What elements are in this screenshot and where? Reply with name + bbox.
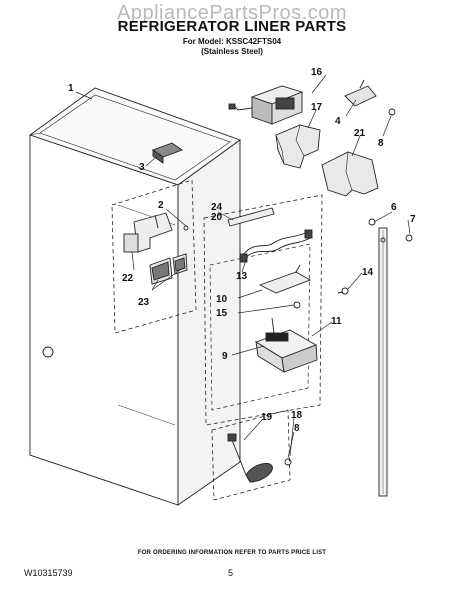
dashed-group-left — [111, 179, 197, 334]
page-number: 5 — [228, 568, 234, 578]
wire-harness — [239, 229, 313, 263]
bracket-4 — [344, 79, 377, 107]
callout-1: 1 — [68, 83, 74, 94]
sensor-assembly — [227, 433, 273, 483]
callout-17: 17 — [311, 102, 323, 113]
callout-9: 9 — [222, 351, 228, 362]
callout-2: 2 — [158, 200, 164, 211]
callout-14: 14 — [362, 267, 374, 278]
finish-line: (Stainless Steel) — [201, 47, 263, 56]
callout-8b: 8 — [294, 423, 300, 434]
callout-11: 11 — [331, 316, 342, 327]
callout-4: 4 — [335, 116, 341, 127]
callout-10: 10 — [216, 294, 228, 305]
page-title: REFRIGERATOR LINER PARTS — [117, 18, 347, 35]
callout-24: 24 — [211, 202, 223, 213]
callout-18: 18 — [291, 410, 303, 421]
light-housing — [254, 317, 318, 373]
shield-strip — [227, 207, 275, 227]
callout-23: 23 — [138, 297, 150, 308]
screws — [284, 108, 413, 466]
callout-15: 15 — [216, 308, 228, 319]
control-assembly-parts — [123, 212, 189, 285]
callout-6: 6 — [391, 202, 397, 213]
watermark: AppliancePartsPros.com — [117, 2, 347, 24]
callout-16: 16 — [311, 67, 323, 78]
light-bracket — [258, 264, 312, 309]
callout-13: 13 — [236, 271, 248, 282]
callout-7: 7 — [410, 214, 416, 225]
dashed-group-center — [203, 194, 323, 426]
model-line: For Model: KSSC42FTS04 — [182, 37, 282, 46]
deflector-17 — [275, 124, 321, 169]
cabinet-liner — [29, 87, 241, 506]
document-id: W10315739 — [24, 568, 73, 578]
dashed-group-bottom — [211, 409, 291, 501]
leader-lines — [75, 74, 411, 459]
callout-21: 21 — [354, 128, 366, 139]
vertical-rail — [378, 227, 388, 497]
callout-22: 22 — [122, 273, 134, 284]
ordering-note: FOR ORDERING INFORMATION REFER TO PARTS … — [137, 550, 327, 556]
callout-20: 20 — [211, 212, 223, 223]
callout-8a: 8 — [378, 138, 384, 149]
control-box-16 — [228, 85, 304, 125]
deflector-21 — [321, 151, 379, 197]
callout-19: 19 — [261, 412, 273, 423]
callouts: 1 3 2 24 20 22 23 16 17 4 8 21 6 7 13 14… — [68, 67, 416, 434]
control-housing — [152, 142, 183, 164]
callout-3: 3 — [139, 162, 145, 173]
